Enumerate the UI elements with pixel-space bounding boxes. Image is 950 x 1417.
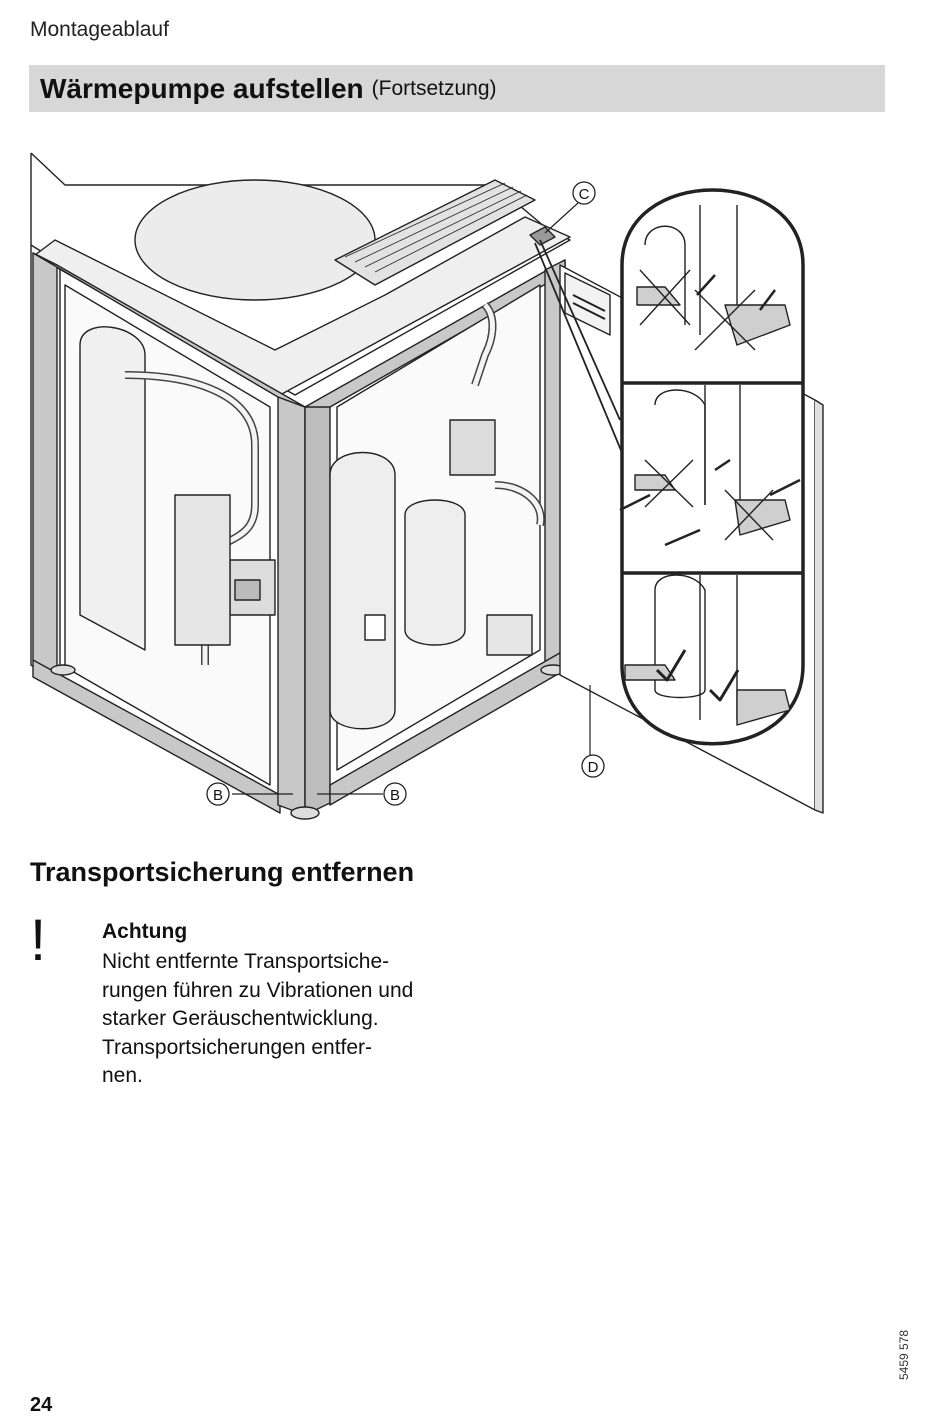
frame-corner-post-right xyxy=(304,394,331,816)
section-heading: Transportsicherung entfernen xyxy=(30,857,415,887)
heat-pump-illustration: B B C D xyxy=(30,152,824,820)
svg-text:D: D xyxy=(588,759,599,776)
warning-icon: ! xyxy=(30,908,47,973)
svg-text:B: B xyxy=(390,787,400,804)
callout-b-right: B xyxy=(383,782,407,806)
title-bar: Wärmepumpe aufstellen (Fortsetzung) xyxy=(29,65,885,112)
check-mark-2 xyxy=(708,669,740,702)
buffer-tank xyxy=(79,326,146,651)
compressor xyxy=(329,451,396,730)
callout-b-left: B xyxy=(206,782,230,806)
svg-text:B: B xyxy=(213,787,223,804)
foot-left xyxy=(50,664,76,676)
document-number: 5459 578 xyxy=(897,1329,911,1380)
fan-housing xyxy=(134,179,376,301)
page-title: Wärmepumpe aufstellen xyxy=(40,72,364,104)
detail-panel-correct xyxy=(624,574,791,726)
foot-center xyxy=(290,806,320,820)
valve-body xyxy=(174,494,231,646)
pump-box-right xyxy=(449,419,496,476)
warning-line: rungen führen zu Vibrationen und xyxy=(102,978,414,1002)
warning-line: Transportsicherungen entfer- xyxy=(102,1035,373,1059)
frame-bottom-left xyxy=(32,659,281,814)
housing-top-lid xyxy=(34,216,571,396)
frame-left xyxy=(32,252,58,676)
check-mark-1 xyxy=(655,649,687,682)
warning-line: nen. xyxy=(102,1064,143,1087)
detail-panel-wrong-1 xyxy=(636,205,791,351)
warning-line: starker Geräuschentwicklung. xyxy=(102,1007,379,1030)
detail-panel-wrong-2 xyxy=(619,385,801,547)
callout-c: C xyxy=(572,181,596,205)
page-title-suffix: (Fortsetzung) xyxy=(371,76,497,100)
warning-line: Nicht entfernte Transportsiche- xyxy=(102,950,390,973)
frame-corner-post xyxy=(277,396,306,816)
detail-capsule xyxy=(620,188,805,746)
section-label: Montageablauf xyxy=(30,18,169,41)
page-number: 24 xyxy=(30,1394,53,1416)
svg-text:C: C xyxy=(579,186,590,203)
accumulator xyxy=(404,499,466,646)
callout-d: D xyxy=(581,754,605,778)
electrical-box xyxy=(486,614,533,656)
warning-title: Achtung xyxy=(102,920,188,943)
transport-bracket-c xyxy=(529,226,556,246)
warning-text: Nicht entfernte Transportsiche- rungen f… xyxy=(102,948,447,1091)
